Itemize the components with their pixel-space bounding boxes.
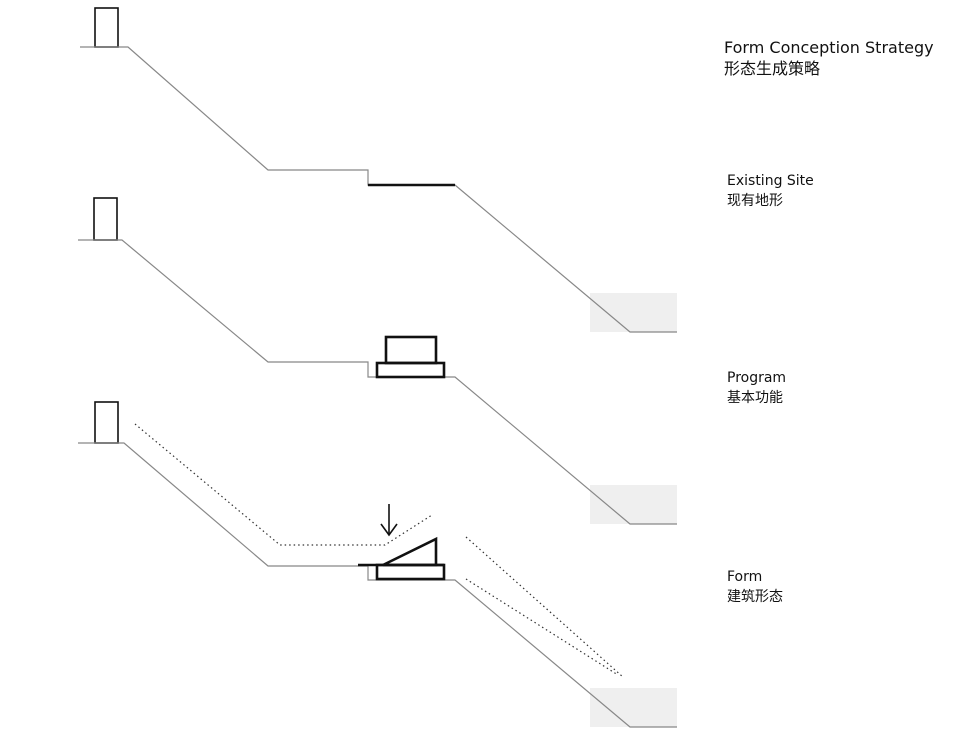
diagram-title: Form Conception Strategy 形态生成策略: [724, 38, 934, 79]
program-terrain: [78, 239, 677, 525]
stage-label-en: Program: [727, 370, 787, 386]
program-upper-volume: [384, 335, 438, 365]
form-sightline-upper: [134, 423, 433, 546]
stage-label-en: Form: [727, 569, 763, 585]
form-terrain: [78, 442, 677, 728]
stage-label-program: Program 基本功能: [727, 370, 786, 407]
stage-label-form: Form 建筑形态: [727, 569, 783, 606]
form-wedge-volume: [382, 536, 438, 567]
stage-label-en: Existing Site: [727, 173, 814, 189]
form-sightline-right-upper: [465, 536, 624, 678]
title-en: Form Conception Strategy: [724, 38, 934, 57]
existing-site-section: [80, 7, 677, 333]
program-tower: [93, 197, 118, 241]
stage-label-zh: 基本功能: [727, 389, 783, 406]
stage-label-zh: 现有地形: [727, 192, 783, 209]
form-tower: [94, 401, 119, 444]
stage-label-zh: 建筑形态: [727, 588, 783, 605]
form-sightline-right-lower: [465, 578, 619, 676]
program-section: [78, 197, 677, 525]
program-water: [590, 485, 677, 524]
program-base-volume: [375, 361, 446, 379]
stage-label-existing-site: Existing Site 现有地形: [727, 173, 814, 210]
existing-site-water: [590, 293, 677, 332]
title-zh: 形态生成策略: [724, 59, 821, 78]
existing-site-terrain: [80, 46, 677, 333]
form-section: [78, 401, 677, 728]
form-base-volume: [375, 563, 446, 581]
down-arrow-icon: [380, 504, 398, 537]
existing-site-tower: [94, 7, 119, 48]
form-water: [590, 688, 677, 727]
